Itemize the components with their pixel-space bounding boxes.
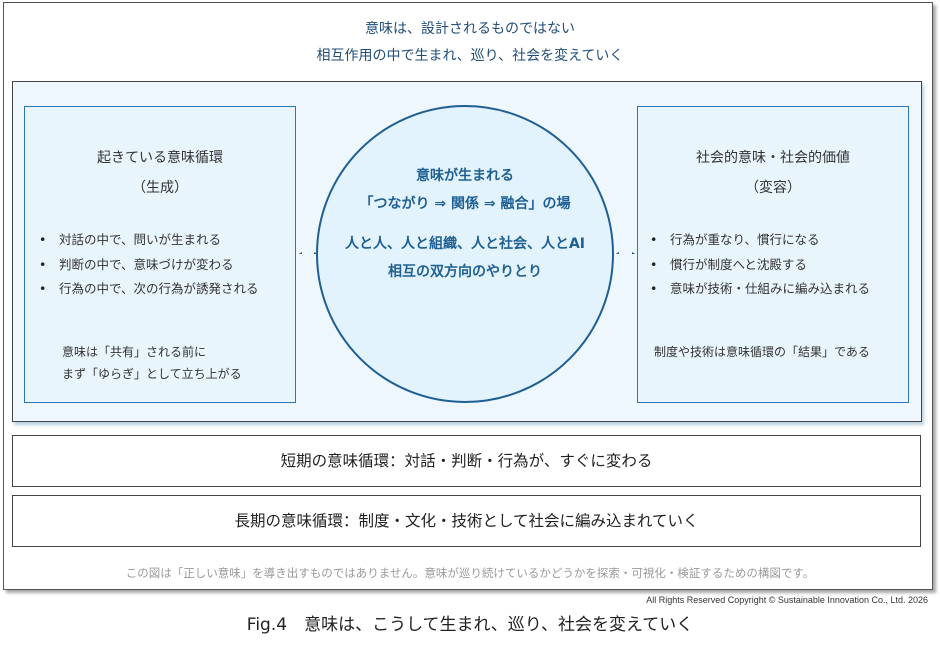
generation-note-line-1: 意味は「共有」される前に — [62, 345, 207, 359]
transformation-title: 社会的意味・社会的価値 — [696, 150, 850, 166]
double-arrow-right-icon — [615, 252, 636, 254]
disclaimer-text: この図は「正しい意味」を導き出すものではありません。意味が巡り続けているかどうか… — [125, 566, 815, 580]
circle-line-4: 相互の双方向のやりとり — [388, 264, 542, 280]
figure-caption: Fig.4 意味は、こうして生まれ、巡り、社会を変えていく — [246, 615, 694, 635]
circle-line-2: 「つながり ⇒ 関係 ⇒ 融合」の場 — [359, 196, 571, 212]
generation-note-line-2: まず「ゆらぎ」として立ち上がる — [62, 367, 242, 381]
headline-line-1: 意味は、設計されるものではない — [365, 21, 575, 37]
list-item: 行為の中で、次の行為が誘発される — [39, 277, 259, 302]
circle-line-3: 人と人、人と組織、人と社会、人とAI — [344, 236, 586, 252]
generation-bullet-list: 対話の中で、問いが生まれる 判断の中で、意味づけが変わる 行為の中で、次の行為が… — [39, 228, 259, 302]
generation-box: 起きている意味循環 （生成） 対話の中で、問いが生まれる 判断の中で、意味づけが… — [24, 106, 296, 403]
circle-line-1: 意味が生まれる — [416, 168, 514, 184]
list-item: 意味が技術・仕組みに編み込まれる — [650, 277, 870, 302]
transformation-bullet-list: 行為が重なり、慣行になる 慣行が制度へと沈殿する 意味が技術・仕組みに編み込まれ… — [650, 228, 870, 302]
headline-line-2: 相互作用の中で生まれ、巡り、社会を変えていく — [316, 48, 624, 64]
generation-title: 起きている意味循環 — [97, 150, 223, 166]
list-item: 判断の中で、意味づけが変わる — [39, 253, 259, 278]
interaction-field-circle: 意味が生まれる 「つながり ⇒ 関係 ⇒ 融合」の場 人と人、人と組織、人と社会… — [316, 105, 614, 403]
transformation-box: 社会的意味・社会的価値 （変容） 行為が重なり、慣行になる 慣行が制度へと沈殿す… — [637, 106, 909, 403]
list-item: 慣行が制度へと沈殿する — [650, 253, 870, 278]
list-item: 行為が重なり、慣行になる — [650, 228, 870, 253]
long-term-cycle-bar: 長期の意味循環：制度・文化・技術として社会に編み込まれていく — [12, 495, 921, 547]
generation-subtitle: （生成） — [132, 180, 188, 196]
transformation-subtitle: （変容） — [745, 180, 801, 196]
transformation-note: 制度や技術は意味循環の「結果」である — [654, 345, 870, 359]
list-item: 対話の中で、問いが生まれる — [39, 228, 259, 253]
short-term-cycle-bar: 短期の意味循環：対話・判断・行為が、すぐに変わる — [12, 435, 921, 487]
copyright-text: All Rights Reserved Copyright © Sustaina… — [646, 595, 928, 605]
